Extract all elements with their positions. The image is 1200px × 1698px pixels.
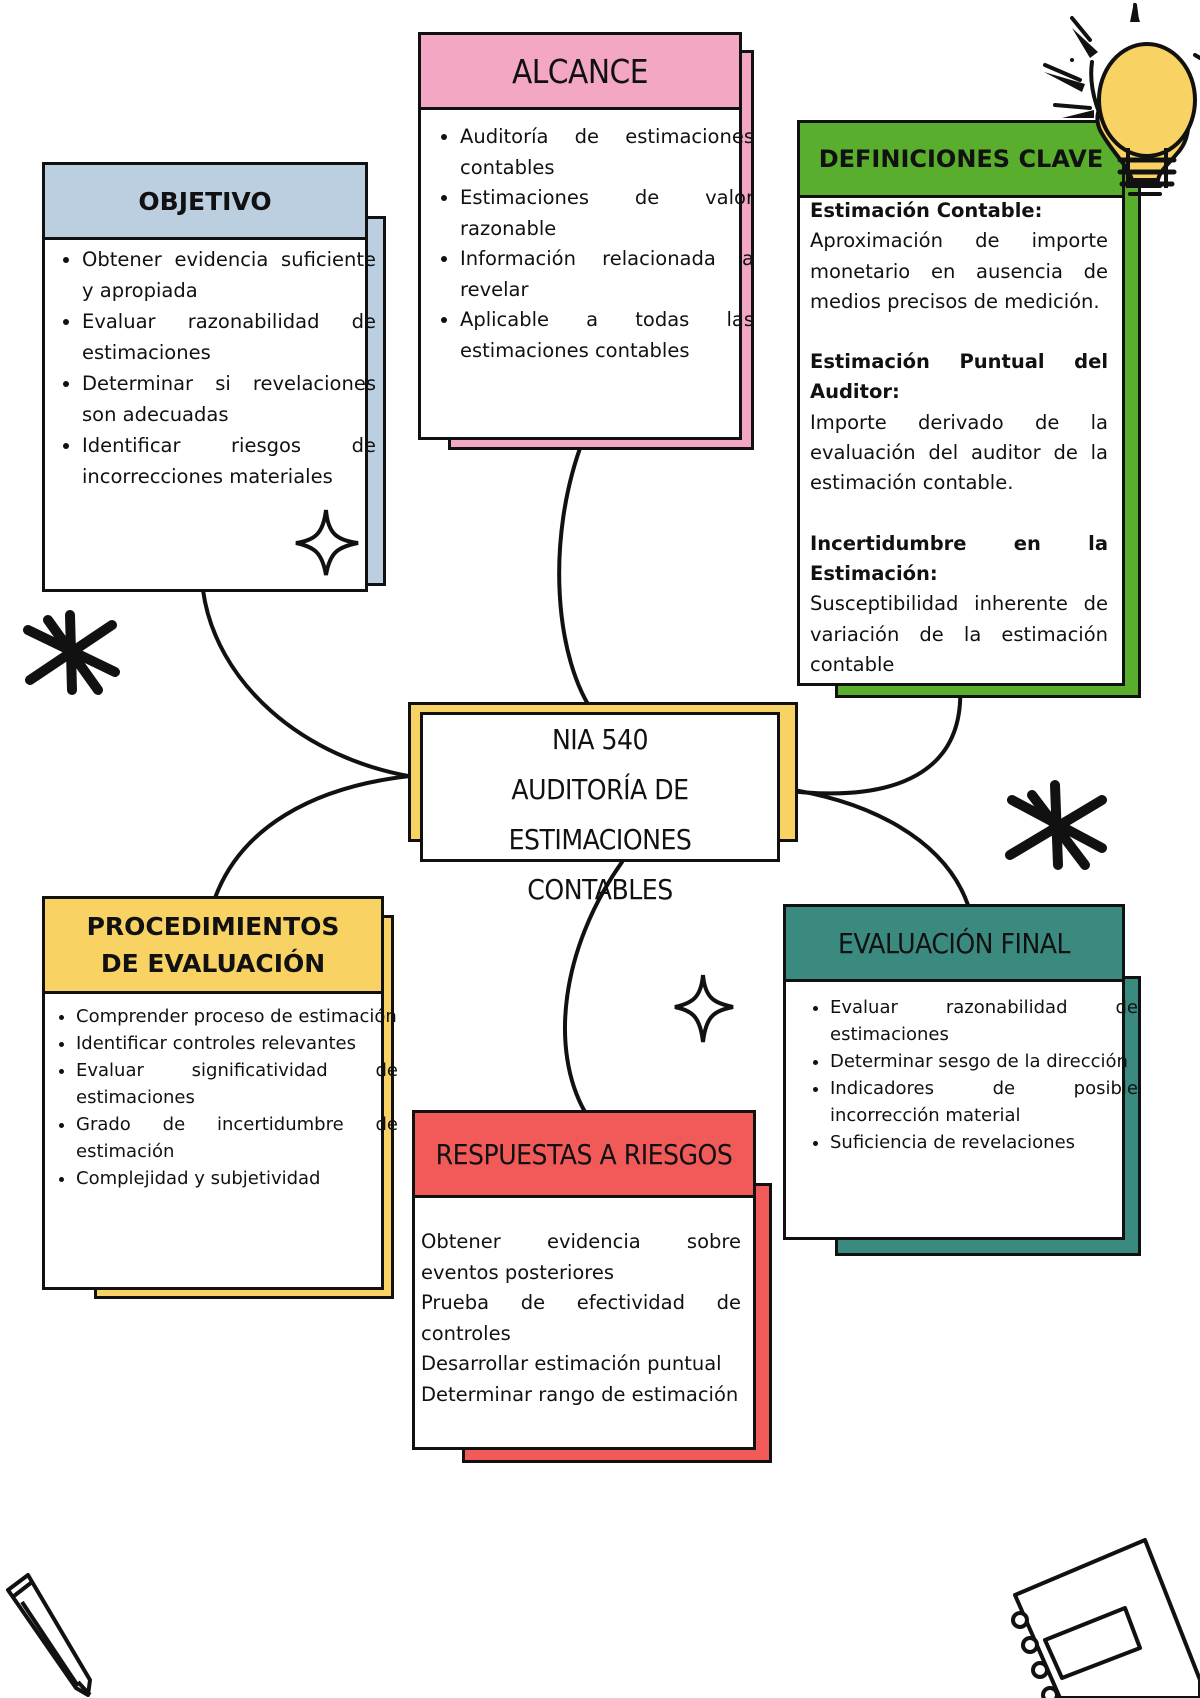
definition-text: Importe derivado de la evaluación del au… [810, 410, 1108, 495]
connector-evaluacion [778, 786, 970, 907]
definition-term: Estimación Puntual del Auditor: [810, 350, 1108, 404]
connector-definiciones [778, 683, 963, 796]
center-card: NIA 540 AUDITORÍA DE ESTIMACIONES CONTAB… [420, 712, 780, 906]
center-subtitle-line2: CONTABLES [527, 873, 673, 906]
list-item: Comprender proceso de estimación [76, 1003, 398, 1030]
alcance-list: Auditoría de estimaciones contables Esti… [430, 122, 754, 366]
definition-term: Estimación Contable: [810, 199, 1043, 222]
list-item: Suficiencia de revelaciones [830, 1129, 1138, 1156]
definition-text: Susceptibilidad inherente de variación d… [810, 592, 1108, 676]
list-item: Evaluar razonabilidad de estimaciones [830, 994, 1138, 1048]
respuestas-title: RESPUESTAS A RIESGOS [412, 1110, 756, 1198]
list-item: Identificar controles relevantes [76, 1030, 398, 1057]
procedimientos-title: PROCEDIMIENTOS DE EVALUACIÓN [42, 896, 384, 994]
list-item: Complejidad y subjetividad [76, 1165, 398, 1192]
center-subtitle-line1: AUDITORÍA DE ESTIMACIONES [508, 773, 692, 856]
list-item: Prueba de efectividad de controles [421, 1291, 741, 1345]
list-item: Auditoría de estimaciones contables [460, 122, 754, 183]
list-item: Información relacionada a revelar [460, 244, 754, 305]
evaluacion-list: Evaluar razonabilidad de estimaciones De… [800, 994, 1138, 1156]
list-item: Aplicable a todas las estimaciones conta… [460, 305, 754, 366]
definiciones-body: Estimación Contable: Aproximación de imp… [810, 196, 1108, 680]
list-item: Indicadores de posible incorrección mate… [830, 1075, 1138, 1129]
list-item: Evaluar significatividad de estimaciones [76, 1057, 398, 1111]
connector-respuestas [563, 860, 624, 1114]
list-item: Obtener evidencia suficiente y apropiada [82, 244, 376, 306]
objetivo-list: Obtener evidencia suficiente y apropiada… [52, 244, 376, 492]
list-item: Determinar si revelaciones son adecuadas [82, 368, 376, 430]
list-item: Estimaciones de valor razonable [460, 183, 754, 244]
list-item: Desarrollar estimación puntual [421, 1352, 722, 1375]
evaluacion-title: EVALUACIÓN FINAL [783, 904, 1125, 982]
center-title: NIA 540 [551, 723, 649, 756]
procedimientos-list: Comprender proceso de estimación Identif… [46, 1003, 398, 1192]
list-item: Grado de incertidumbre de estimación [76, 1111, 398, 1165]
list-item: Determinar sesgo de la dirección [830, 1048, 1138, 1075]
definition-term: Incertidumbre en la Estimación: [810, 531, 1108, 585]
list-item: Obtener evidencia sobre eventos posterio… [421, 1230, 741, 1284]
list-item: Evaluar razonabilidad de estimaciones [82, 306, 376, 368]
respuestas-body: Obtener evidencia sobre eventos posterio… [421, 1227, 741, 1410]
list-item: Determinar rango de estimación [421, 1382, 739, 1406]
alcance-title: ALCANCE [418, 32, 742, 110]
objetivo-title: OBJETIVO [42, 162, 368, 240]
definition-text: Aproximación de importe monetario en aus… [810, 229, 1108, 313]
list-item: Identificar riesgos de incorrecciones ma… [82, 430, 376, 492]
definiciones-card [797, 120, 1125, 686]
connector-objetivo [201, 588, 422, 780]
definiciones-title: DEFINICIONES CLAVE [797, 120, 1125, 198]
connector-procedimientos [213, 773, 422, 900]
connector-alcance [557, 438, 597, 717]
